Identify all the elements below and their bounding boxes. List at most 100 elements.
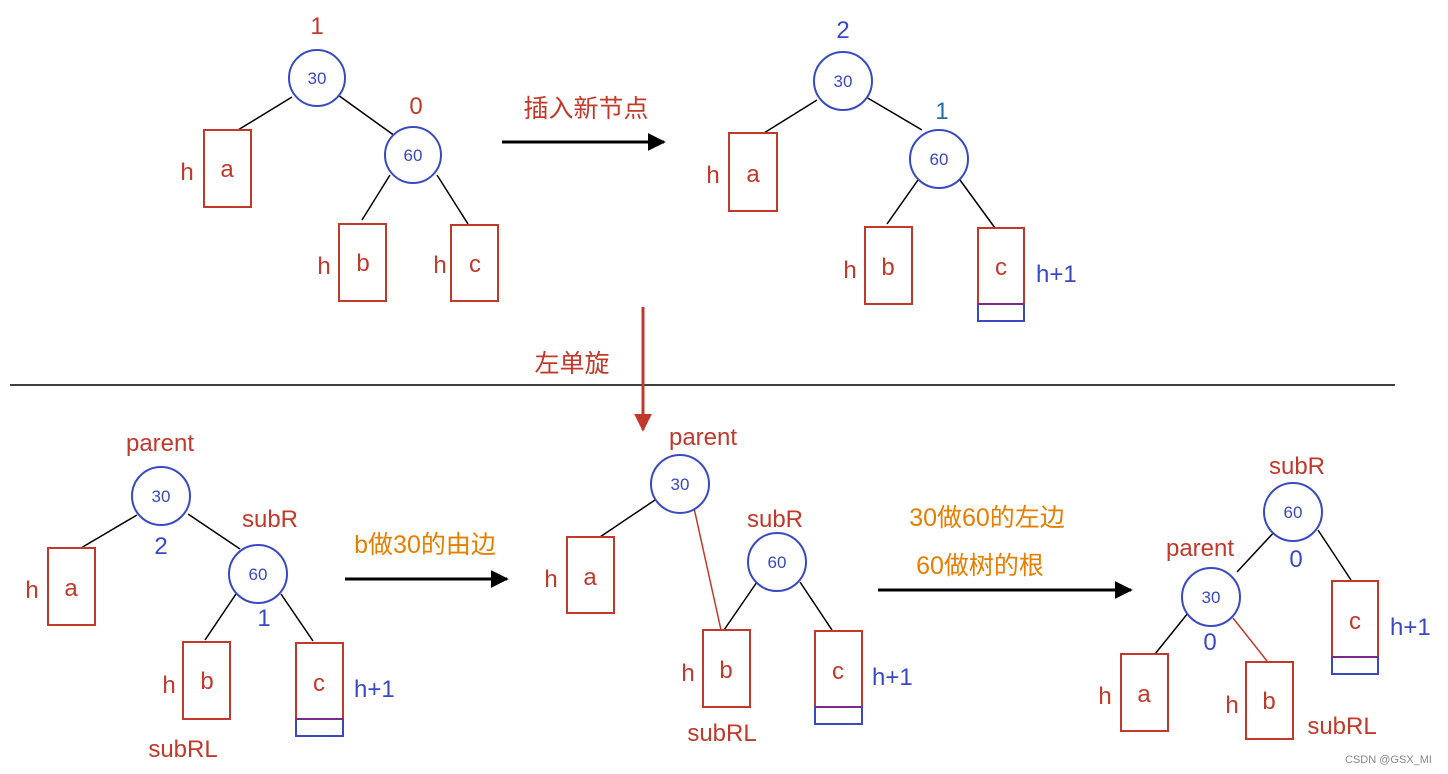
step3-tree: 30 parent 2 60 subR 1 a h b h subRL c h+… [25, 430, 394, 763]
step3-root-node [131, 466, 191, 526]
step3-subtree-c-added-level [295, 718, 344, 737]
step1-subtree-c-height: h [433, 252, 446, 279]
step3-subtree-b-role: subRL [148, 736, 217, 763]
watermark: CSDN @GSX_MI [1345, 754, 1432, 766]
arrow-final-label-line2: 60做树的根 [916, 552, 1044, 580]
step1-subtree-b-label: b [356, 250, 369, 277]
step5-root-node [1263, 482, 1323, 542]
step5-left-value: 30 [1202, 588, 1221, 607]
step4-subtree-a [566, 536, 615, 614]
step2-subtree-a-height: h [706, 162, 719, 189]
step1-subtree-a-height: h [180, 159, 193, 186]
step4-subtree-a-label: a [583, 564, 597, 591]
step1-root-balance: 1 [310, 13, 323, 40]
step5-subtree-a-label: a [1137, 681, 1151, 708]
step1-subtree-a-label: a [220, 156, 234, 183]
step5-left-balance: 0 [1203, 629, 1216, 656]
step3-root-balance: 2 [154, 533, 167, 560]
step3-subtree-a [47, 547, 96, 626]
step3-root-value: 30 [152, 487, 171, 506]
step5-subtree-a-height: h [1098, 683, 1111, 710]
step2-subtree-b-height: h [843, 257, 856, 284]
step1-root-node [288, 49, 346, 107]
step2-tree: 30 2 60 1 a h b h c h+1 [706, 17, 1077, 322]
step1-right-value: 60 [404, 146, 423, 165]
step4-right-value: 60 [768, 553, 787, 572]
step3-subtree-b [182, 641, 231, 720]
step4-right-role: subR [747, 506, 803, 533]
step2-subtree-a [728, 132, 778, 212]
step2-root-value: 30 [834, 72, 853, 91]
step1-subtree-b-height: h [317, 253, 330, 280]
step2-root-node [813, 51, 873, 111]
step4-subtree-b-role: subRL [687, 720, 756, 747]
step5-subtree-b-label: b [1262, 688, 1275, 715]
step1-subtree-c-label: c [469, 251, 481, 278]
arrow-insert-label: 插入新节点 [523, 95, 648, 123]
step2-subtree-a-label: a [746, 161, 760, 188]
arrow-final-label-line1: 30做60的左边 [909, 504, 1065, 532]
step4-subtree-a-height: h [544, 566, 557, 593]
step2-subtree-c [977, 227, 1025, 305]
step4-root-node [650, 454, 710, 514]
step5-subtree-c-label: c [1349, 608, 1361, 635]
step2-right-balance: 1 [935, 98, 948, 125]
arrow-b-label: b做30的由边 [354, 531, 496, 559]
step5-subtree-b [1245, 661, 1294, 740]
step3-root-role: parent [126, 430, 194, 457]
step3-subtree-c-height: h+1 [354, 676, 395, 703]
step2-subtree-c-label: c [995, 254, 1007, 281]
arrow-rotate-label: 左单旋 [534, 350, 609, 378]
step4-subtree-b-label: b [719, 657, 732, 684]
step2-subtree-b [864, 226, 913, 305]
step2-root-balance: 2 [836, 17, 849, 44]
step5-tree: 60 subR 0 30 parent 0 a h b h subRL c h+… [1098, 453, 1431, 740]
step4-tree: 30 parent 60 subR a h b h subRL c h+1 [544, 424, 912, 747]
arrow-b: b做30的由边 [345, 531, 509, 588]
step4-right-node [747, 532, 807, 592]
step4-subtree-c-label: c [832, 658, 844, 685]
step2-right-value: 60 [930, 150, 949, 169]
step2-subtree-b-label: b [881, 254, 894, 281]
step5-left-role: parent [1166, 535, 1234, 562]
step5-subtree-b-height: h [1225, 692, 1238, 719]
step1-tree: 30 1 60 0 a h b h c h [180, 13, 499, 302]
step3-subtree-b-height: h [162, 672, 175, 699]
step1-subtree-a [203, 129, 252, 208]
step3-right-node [228, 544, 288, 604]
step1-right-balance: 0 [409, 93, 422, 120]
step4-subtree-c-added-level [814, 706, 863, 725]
step1-root-value: 30 [308, 69, 327, 88]
step1-right-node [384, 126, 442, 184]
step3-subtree-a-label: a [64, 575, 78, 602]
step4-subtree-c-height: h+1 [872, 664, 913, 691]
step3-right-role: subR [242, 506, 298, 533]
step4-root-role: parent [669, 424, 737, 451]
step2-subtree-c-added-level [977, 303, 1025, 322]
step3-subtree-c [295, 642, 344, 720]
step3-subtree-b-label: b [200, 668, 213, 695]
arrow-insert: 插入新节点 [502, 95, 666, 151]
step5-subtree-a [1120, 653, 1169, 732]
step3-right-value: 60 [249, 565, 268, 584]
step4-subtree-b [702, 629, 751, 708]
step3-subtree-a-height: h [25, 577, 38, 604]
step5-subtree-c-height: h+1 [1390, 614, 1431, 641]
step5-subtree-b-role: subRL [1307, 713, 1376, 740]
step5-subtree-c-added-level [1331, 656, 1379, 675]
step3-subtree-c-label: c [313, 670, 325, 697]
step3-right-balance: 1 [257, 605, 270, 632]
step4-subtree-b-height: h [681, 660, 694, 687]
step2-subtree-c-height: h+1 [1036, 261, 1077, 288]
step4-root-value: 30 [671, 475, 690, 494]
step5-left-node [1181, 567, 1241, 627]
step5-root-value: 60 [1284, 503, 1303, 522]
step1-subtree-c [450, 224, 499, 302]
step4-subtree-c [814, 630, 863, 708]
step1-subtree-b [338, 223, 387, 302]
step5-root-balance: 0 [1289, 546, 1302, 573]
step2-right-node [909, 129, 969, 189]
arrow-rotate: 左单旋 [534, 307, 652, 432]
arrow-final: 30做60的左边 60做树的根 [878, 504, 1133, 599]
